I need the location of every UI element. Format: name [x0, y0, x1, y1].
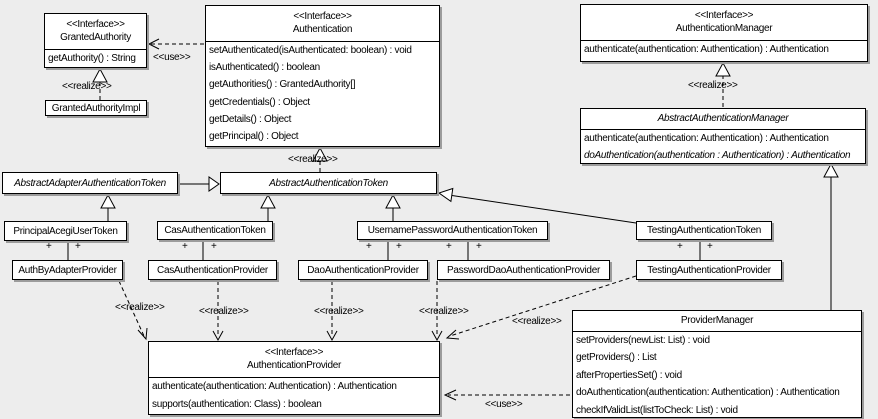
class-name: Authentication: [292, 24, 353, 35]
plus-marker: +: [707, 241, 713, 252]
realize-label: <<realize>>: [288, 154, 338, 165]
class-abstract-adapter-authentication-token[interactable]: AbstractAdapterAuthenticationToken: [2, 172, 178, 194]
generalization-arrow-testingauthenticationtoken: [437, 187, 637, 224]
plus-marker: +: [366, 241, 372, 252]
plus-marker: +: [211, 241, 217, 252]
method-label: authenticate(authentication: Authenticat…: [152, 381, 397, 392]
plus-marker: +: [396, 241, 402, 252]
class-name: AuthByAdapterProvider: [18, 264, 117, 276]
class-testing-authentication-token[interactable]: TestingAuthenticationToken: [636, 221, 772, 240]
class-authentication-provider[interactable]: <<Interface>> AuthenticationProvider aut…: [148, 341, 440, 415]
class-cas-authentication-provider[interactable]: CasAuthenticationProvider: [148, 260, 277, 280]
plus-marker: +: [182, 241, 188, 252]
class-auth-by-adapter-provider[interactable]: AuthByAdapterProvider: [12, 260, 123, 280]
class-provider-manager[interactable]: ProviderManager setProviders(newList: Li…: [572, 310, 862, 418]
class-name: CasAuthenticationProvider: [157, 264, 268, 276]
method-label: supports(authentication: Class) : boolea…: [152, 399, 322, 410]
method-label: setProviders(newList: List) : void: [576, 335, 710, 346]
class-name: TestingAuthenticationToken: [647, 225, 761, 236]
class-username-password-authentication-token[interactable]: UsernamePasswordAuthenticationToken: [357, 221, 548, 240]
class-testing-authentication-provider[interactable]: TestingAuthenticationProvider: [636, 260, 782, 280]
use-label: <<use>>: [485, 399, 523, 410]
method-label: doAuthentication(authentication: Authent…: [576, 387, 840, 399]
realize-label: <<realize>>: [314, 306, 364, 317]
stereotype-label: <<Interface>>: [264, 347, 324, 358]
class-name: DaoAuthenticationProvider: [307, 264, 419, 276]
class-abstract-authentication-token[interactable]: AbstractAuthenticationToken: [220, 172, 437, 194]
method-label: getProviders() : List: [576, 352, 657, 364]
method-label: setAuthenticated(isAuthenticated: boolea…: [209, 45, 412, 56]
realize-label: <<realize>>: [62, 81, 112, 92]
class-name: PasswordDaoAuthenticationProvider: [447, 264, 600, 276]
generalization-arrow-principalacegiusertoken: [100, 193, 116, 221]
use-dependency-authentication-to-grantedauthority: [147, 38, 204, 50]
plus-marker: +: [46, 241, 52, 252]
plus-marker: +: [75, 241, 81, 252]
method-label: isAuthenticated() : boolean: [209, 62, 320, 74]
realize-label: <<realize>>: [199, 306, 249, 317]
generalization-arrow-abstractadaptertoken-to-abstracttoken: [178, 176, 220, 192]
class-name: CasAuthenticationToken: [164, 225, 266, 236]
stereotype-label: <<Interface>>: [694, 10, 754, 21]
class-name: TestingAuthenticationProvider: [647, 264, 771, 276]
class-name: PrincipalAcegiUserToken: [13, 225, 118, 237]
class-name: GrantedAuthorityImpl: [51, 102, 141, 114]
stereotype-label: <<Interface>>: [66, 19, 125, 30]
class-name: AbstractAdapterAuthenticationToken: [14, 177, 166, 189]
realize-label: <<realize>>: [688, 80, 738, 91]
class-name: AbstractAuthenticationToken: [269, 177, 388, 189]
class-name: GrantedAuthority: [60, 32, 131, 43]
method-label: getCredentials() : Object: [209, 96, 310, 108]
class-granted-authority[interactable]: <<Interface>> GrantedAuthority getAuthor…: [44, 13, 147, 68]
class-cas-authentication-token[interactable]: CasAuthenticationToken: [157, 221, 273, 240]
use-label: <<use>>: [153, 52, 191, 63]
generalization-arrow-casauthenticationtoken: [260, 193, 276, 221]
realize-label: <<realize>>: [115, 302, 165, 313]
generalization-arrow-usernamepasswordtoken: [385, 193, 401, 221]
method-label: getAuthority() : String: [48, 53, 136, 64]
class-authentication[interactable]: <<Interface>> Authentication setAuthenti…: [205, 5, 440, 147]
plus-marker: +: [677, 241, 683, 252]
realize-label: <<realize>>: [512, 316, 562, 327]
class-name: AuthenticationProvider: [246, 360, 341, 371]
class-password-dao-authentication-provider[interactable]: PasswordDaoAuthenticationProvider: [437, 260, 610, 280]
class-name: ProviderManager: [573, 311, 861, 332]
stereotype-label: <<Interface>>: [293, 11, 352, 22]
class-dao-authentication-provider[interactable]: DaoAuthenticationProvider: [298, 260, 428, 280]
generalization-arrow-providermanager-to-abstractauthenticationmanager: [823, 162, 839, 310]
realize-label: <<realize>>: [419, 306, 469, 317]
method-label: afterPropertiesSet() : void: [576, 369, 682, 381]
method-label: authenticate(authentication: Authenticat…: [584, 133, 829, 144]
class-abstract-authentication-manager[interactable]: AbstractAuthenticationManager authentica…: [580, 108, 866, 164]
method-label: getPrincipal() : Object: [209, 131, 299, 143]
method-label: checkIfValidList(listToCheck: List) : vo…: [576, 404, 738, 416]
class-authentication-manager[interactable]: <<Interface>> AuthenticationManager auth…: [580, 4, 868, 62]
plus-marker: +: [446, 241, 452, 252]
method-label: doAuthentication(authentication : Authen…: [584, 150, 851, 162]
method-label: getDetails() : Object: [209, 113, 292, 125]
class-name: AuthenticationManager: [675, 23, 773, 34]
class-name: AbstractAuthenticationManager: [581, 109, 865, 130]
class-principal-acegi-user-token[interactable]: PrincipalAcegiUserToken: [4, 221, 127, 241]
class-granted-authority-impl[interactable]: GrantedAuthorityImpl: [45, 100, 147, 116]
method-label: authenticate(authentication: Authenticat…: [584, 44, 829, 55]
method-label: getAuthorities() : GrantedAuthority[]: [209, 79, 356, 91]
plus-marker: +: [476, 241, 482, 252]
class-name: UsernamePasswordAuthenticationToken: [367, 225, 538, 236]
